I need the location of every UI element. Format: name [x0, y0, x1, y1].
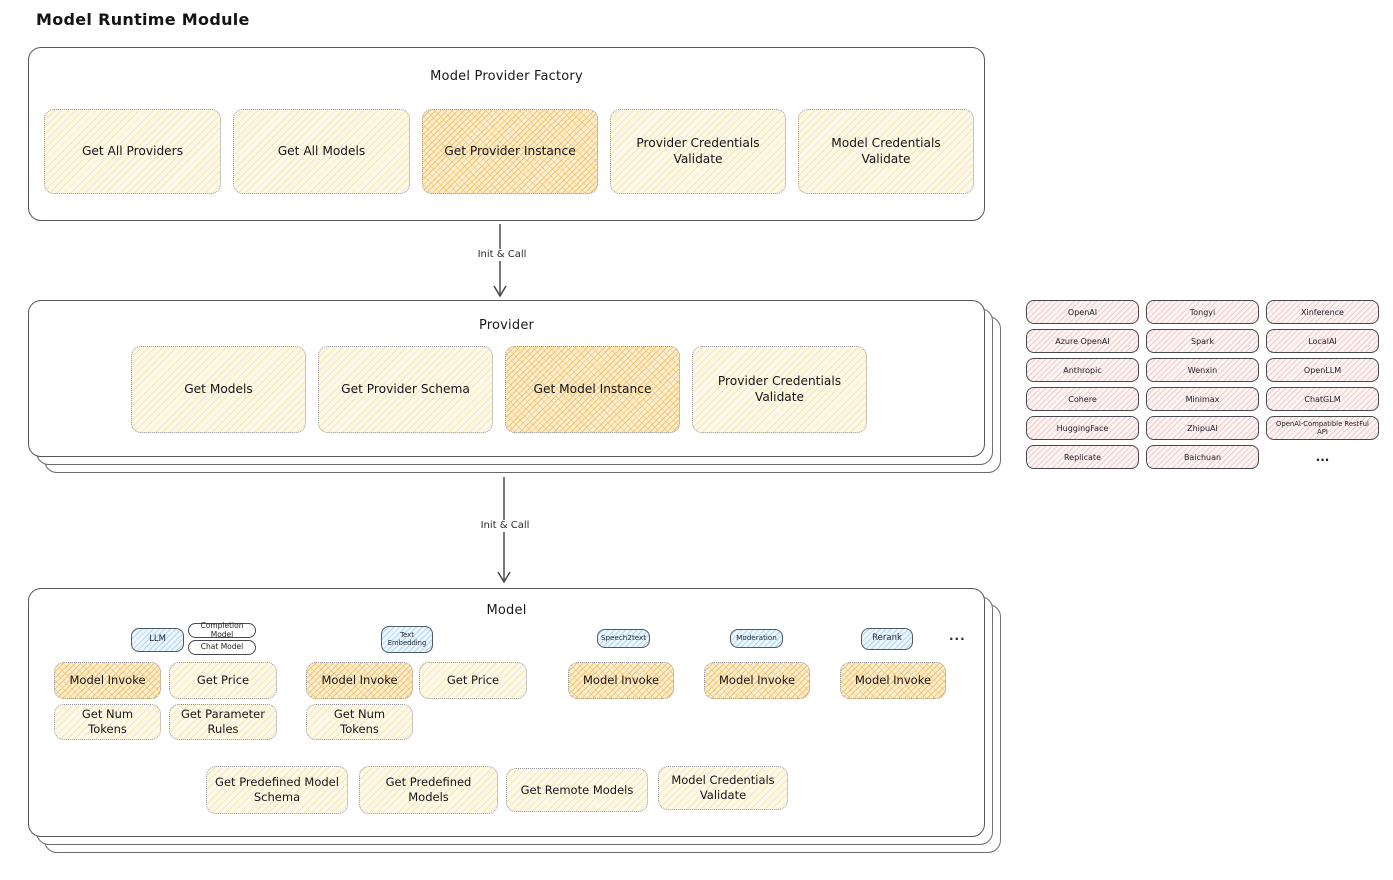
node-embedding-get-num-tokens: Get Num Tokens [306, 704, 413, 740]
provider-item-xinference: Xinference [1266, 300, 1379, 324]
tag-chat-model: Chat Model [188, 640, 256, 655]
tag-rerank: Rerank [861, 628, 913, 650]
node-get-models: Get Models [131, 346, 306, 433]
provider-item-openllm: OpenLLM [1266, 358, 1379, 382]
provider-item-huggingface: HuggingFace [1026, 416, 1139, 440]
provider-item-localai: LocalAI [1266, 329, 1379, 353]
node-get-remote-models: Get Remote Models [506, 768, 648, 812]
provider-item-wenxin: Wenxin [1146, 358, 1259, 382]
tag-speech2text: Speech2text [597, 629, 650, 648]
tag-llm: LLM [131, 628, 184, 652]
provider-item-baichuan: Baichuan [1146, 445, 1259, 469]
node-get-predefined-model-schema: Get Predefined Model Schema [206, 766, 348, 814]
provider-item-anthropic: Anthropic [1026, 358, 1139, 382]
node-llm-model-invoke: Model Invoke [54, 662, 161, 699]
provider-title: Provider [478, 318, 535, 333]
provider-item-chatglm: ChatGLM [1266, 387, 1379, 411]
node-get-provider-schema: Get Provider Schema [318, 346, 493, 433]
provider-item-azure-openai: Azure OpenAI [1026, 329, 1139, 353]
provider-list: OpenAI Tongyi Xinference Azure OpenAI Sp… [1026, 300, 1379, 469]
factory-title: Model Provider Factory [430, 69, 583, 84]
arrow-label-init-call-1: Init & Call [460, 249, 544, 261]
provider-item-cohere: Cohere [1026, 387, 1139, 411]
provider-item-openai: OpenAI [1026, 300, 1139, 324]
model-tags-ellipsis: ... [949, 629, 966, 643]
node-speech2text-model-invoke: Model Invoke [568, 662, 674, 699]
node-get-all-models: Get All Models [233, 109, 410, 194]
provider-item-tongyi: Tongyi [1146, 300, 1259, 324]
node-rerank-model-invoke: Model Invoke [840, 662, 946, 699]
model-box: Model LLM Completion Model Chat Model Te… [28, 588, 985, 837]
provider-item-replicate: Replicate [1026, 445, 1139, 469]
node-embedding-get-price: Get Price [419, 662, 527, 699]
provider-item-openai-compatible-restful-api: OpenAI-Compatible RestFul API [1266, 416, 1379, 440]
node-moderation-model-invoke: Model Invoke [704, 662, 810, 699]
node-provider-credentials-validate-2: Provider Credentials Validate [692, 346, 867, 433]
model-title: Model [486, 603, 527, 618]
provider-list-ellipsis: ... [1315, 450, 1330, 464]
tag-completion-model: Completion Model [188, 621, 256, 638]
provider-box: Provider Get Models Get Provider Schema … [28, 300, 985, 457]
arrow-label-init-call-2: Init & Call [463, 520, 547, 532]
factory-box: Model Provider Factory Get All Providers… [28, 47, 985, 221]
node-model-credentials-validate: Model Credentials Validate [798, 109, 974, 194]
page-title: Model Runtime Module [36, 10, 250, 29]
node-provider-credentials-validate: Provider Credentials Validate [610, 109, 786, 194]
tag-moderation: Moderation [730, 629, 783, 648]
node-get-predefined-models: Get Predefined Models [359, 766, 498, 814]
provider-item-minimax: Minimax [1146, 387, 1259, 411]
node-embedding-model-invoke: Model Invoke [306, 662, 413, 699]
node-get-all-providers: Get All Providers [44, 109, 221, 194]
node-get-provider-instance: Get Provider Instance [422, 109, 598, 194]
provider-item-spark: Spark [1146, 329, 1259, 353]
tag-text-embedding: Text Embedding [381, 626, 433, 653]
node-llm-get-parameter-rules: Get Parameter Rules [169, 704, 277, 740]
node-get-model-instance: Get Model Instance [505, 346, 680, 433]
provider-item-zhipuai: ZhipuAI [1146, 416, 1259, 440]
node-llm-get-price: Get Price [169, 662, 277, 699]
node-model-credentials-validate-bottom: Model Credentials Validate [658, 766, 788, 810]
down-arrow-icon [493, 224, 507, 298]
node-llm-get-num-tokens: Get Num Tokens [54, 704, 161, 740]
